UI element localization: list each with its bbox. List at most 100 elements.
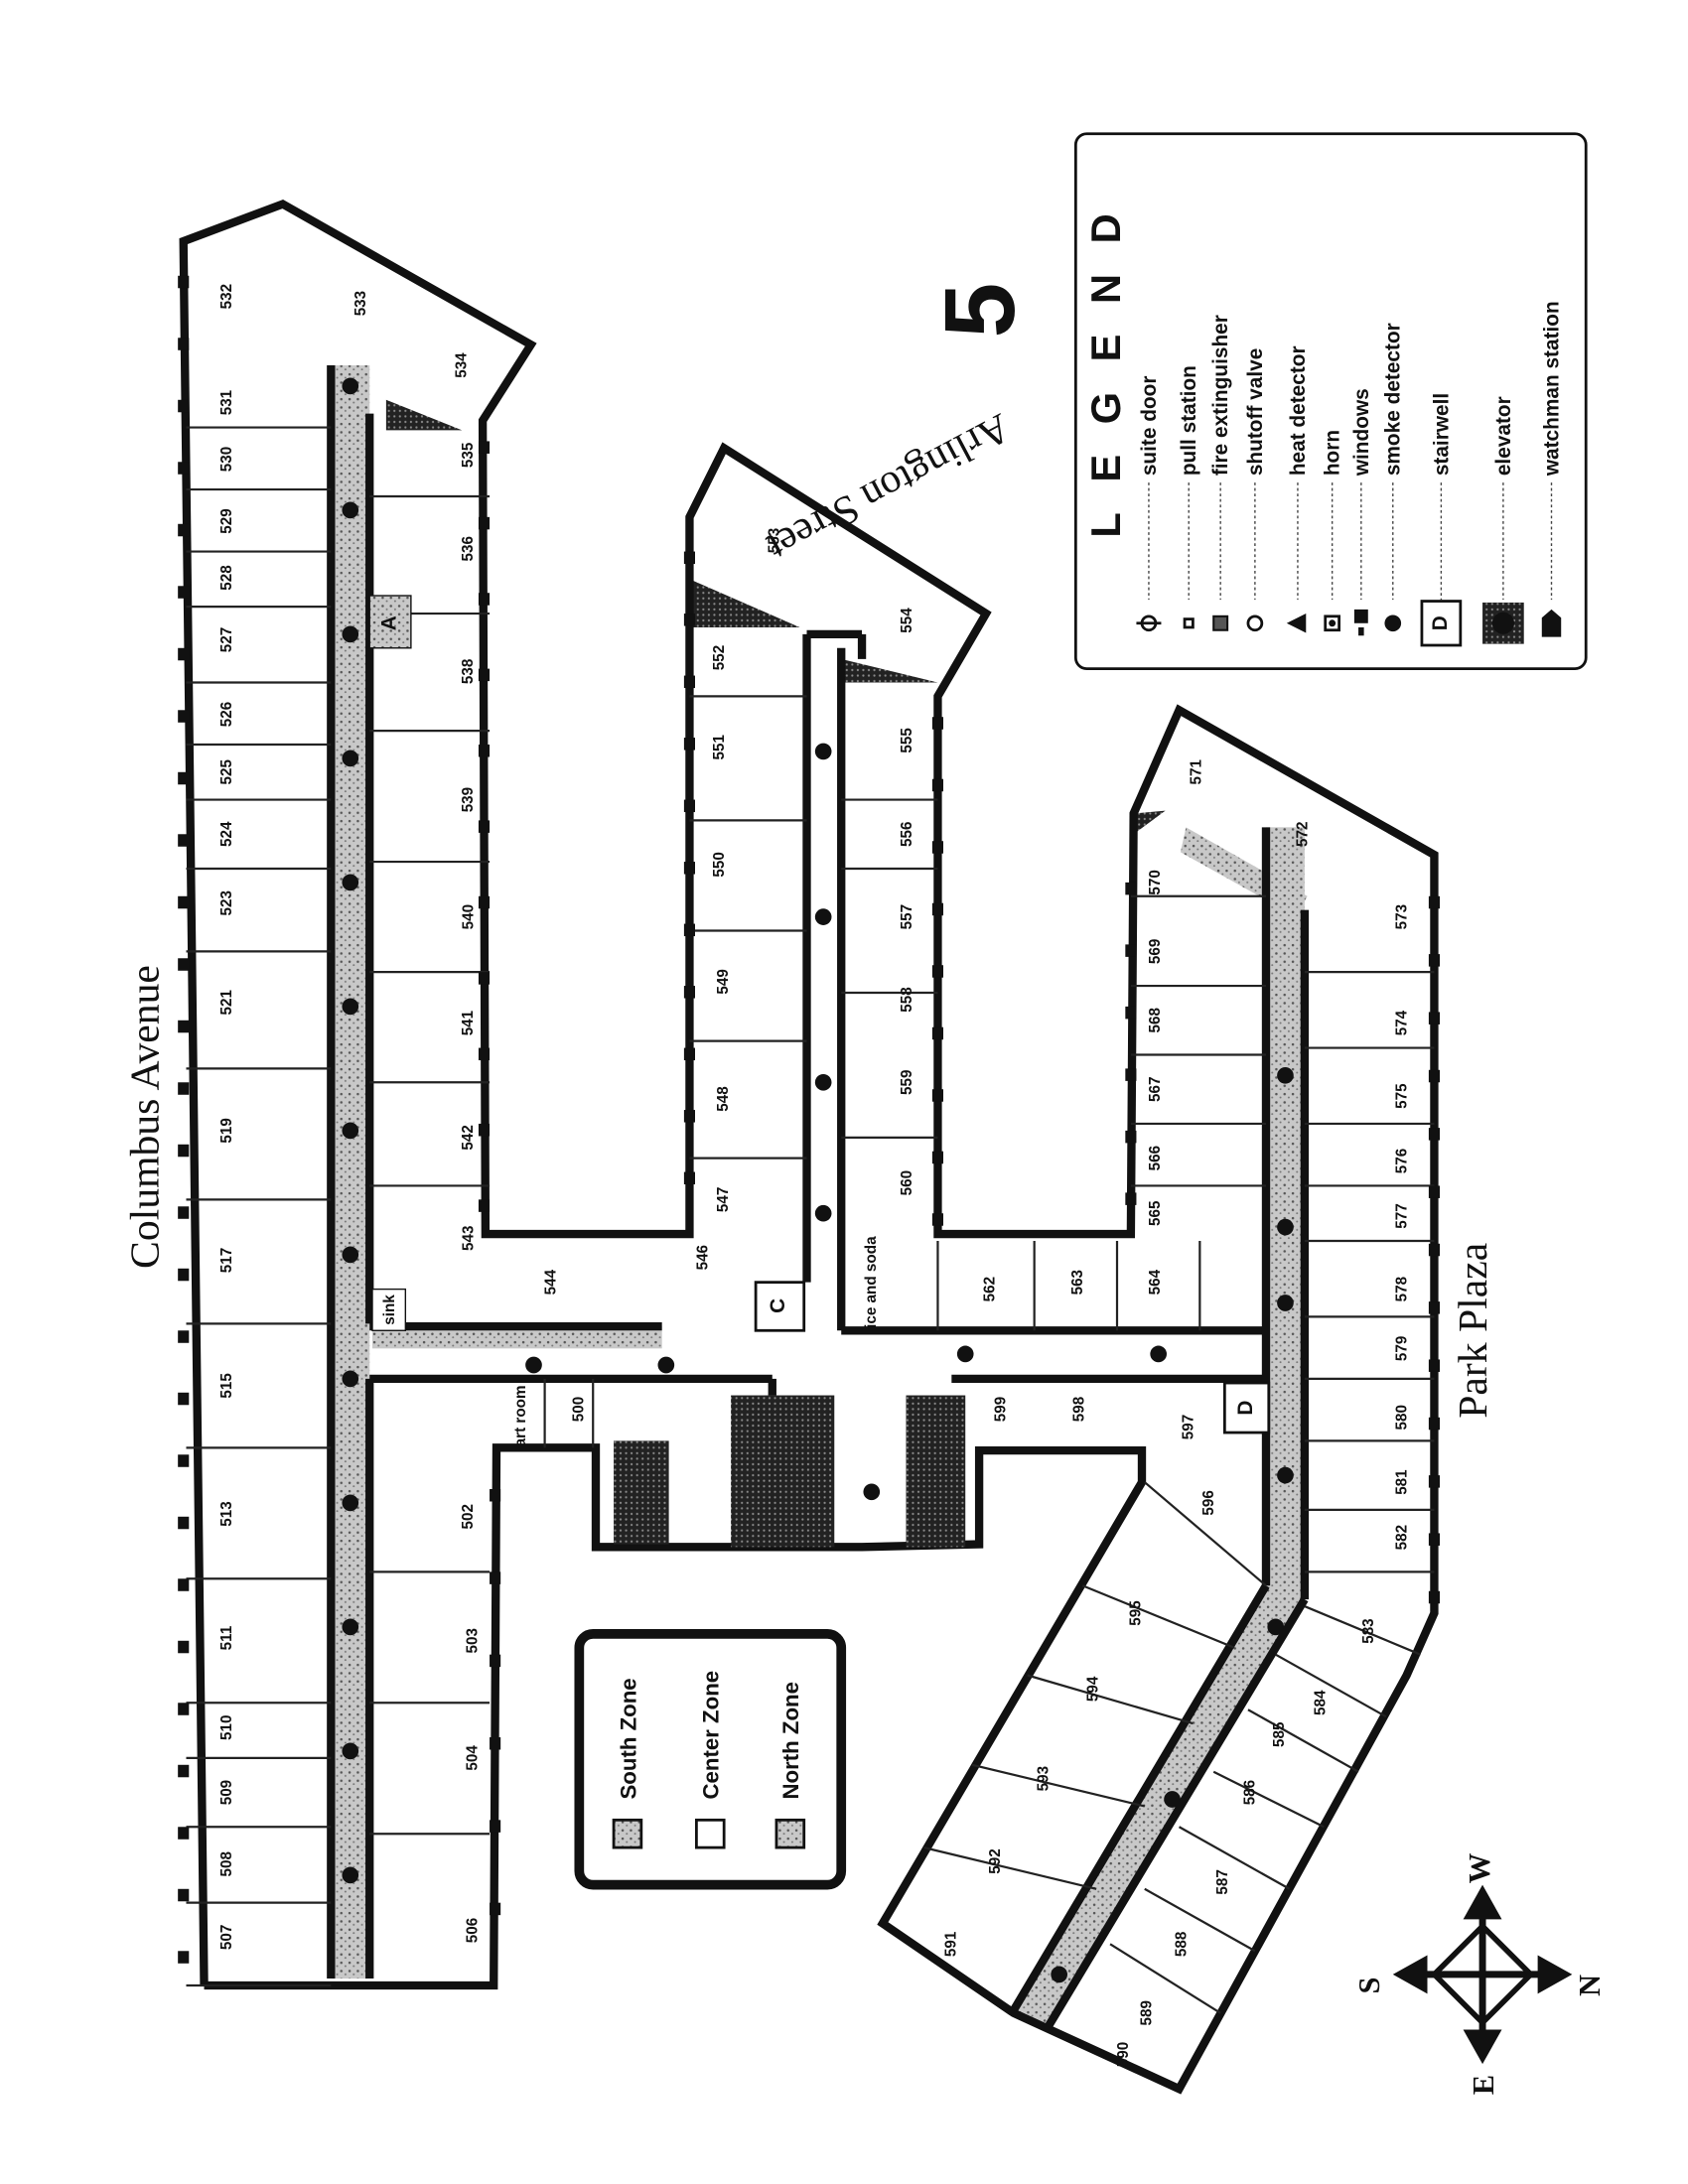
room-number: 502 <box>460 1504 477 1529</box>
window-marker <box>1428 1533 1440 1546</box>
room-number: 528 <box>218 565 235 591</box>
window-marker <box>1428 1128 1440 1141</box>
pull-station-icon <box>1183 617 1195 629</box>
window-marker <box>931 1089 943 1102</box>
window-marker <box>178 1516 190 1530</box>
room-number: 577 <box>1394 1203 1411 1228</box>
room-number: 503 <box>464 1628 481 1653</box>
window-marker <box>931 1213 943 1226</box>
room-number: 560 <box>899 1170 915 1195</box>
smoke-detector-icon <box>814 908 832 925</box>
smoke-detector-icon <box>657 1356 675 1374</box>
room-number: 567 <box>1147 1076 1164 1101</box>
window-marker <box>178 1268 190 1282</box>
room-number: 571 <box>1189 759 1205 785</box>
stairwell-letter: D <box>1234 1401 1257 1416</box>
window-marker <box>1125 944 1137 957</box>
zone-item: Center Zone <box>694 1671 726 1849</box>
window-marker <box>1125 1006 1137 1020</box>
stairwell-c: C <box>754 1281 806 1332</box>
window-marker <box>931 841 943 854</box>
room-number: 551 <box>711 735 728 760</box>
room-number: 533 <box>352 291 369 316</box>
room-number: 564 <box>1147 1269 1164 1295</box>
smoke-detector-icon <box>342 1742 359 1760</box>
smoke-detector-icon <box>342 1246 359 1264</box>
window-marker <box>178 1020 190 1033</box>
window-marker <box>1428 1475 1440 1488</box>
smoke-detector-icon <box>1267 1618 1285 1636</box>
window-marker <box>178 523 190 537</box>
window-marker <box>931 778 943 792</box>
room-number: 539 <box>460 787 477 812</box>
smoke-detector-icon <box>342 1866 359 1884</box>
fire-extinguisher-icon <box>1212 614 1229 631</box>
window-marker <box>1428 1243 1440 1257</box>
zone-swatch <box>774 1818 806 1849</box>
stairwell-letter: D <box>1429 615 1452 630</box>
window-marker <box>178 1951 190 1964</box>
room-number: 595 <box>1127 1600 1144 1626</box>
walls <box>179 199 1439 2095</box>
zone-label: Center Zone <box>699 1671 724 1800</box>
ice-soda-label: ice and soda <box>863 1236 880 1328</box>
compass-rose: S W N E <box>1352 1852 1607 2095</box>
room-number: 524 <box>218 821 235 847</box>
room-number: 519 <box>218 1118 235 1143</box>
room-number: 568 <box>1147 1008 1164 1033</box>
room-number: 530 <box>218 447 235 472</box>
window-marker <box>478 745 491 757</box>
window-marker <box>478 593 491 606</box>
smoke-detector-icon <box>342 1122 359 1140</box>
elevator-bank <box>614 1395 966 1548</box>
window-marker <box>931 717 943 730</box>
window-marker <box>1125 1192 1137 1205</box>
window-marker <box>178 771 190 785</box>
room-number: 557 <box>899 904 915 929</box>
elevator-icon <box>1482 602 1524 644</box>
legend-label: heat detector <box>1287 345 1310 476</box>
window-marker <box>683 923 695 937</box>
heat-detector-icon <box>1286 614 1307 633</box>
room-number: 574 <box>1394 1010 1411 1035</box>
zone-label: North Zone <box>778 1682 803 1799</box>
smoke-detector-icon <box>814 1204 832 1222</box>
zone-item: North Zone <box>774 1682 806 1849</box>
legend-label: fire extinguisher <box>1209 315 1232 476</box>
window-marker <box>490 1820 501 1833</box>
room-number: 591 <box>942 1931 959 1957</box>
horn-icon <box>1324 614 1340 632</box>
smoke-detector-icon <box>342 377 359 395</box>
stairwell-letter: A <box>378 615 401 630</box>
room-number: 511 <box>218 1625 235 1650</box>
room-number: 590 <box>1115 2042 1132 2067</box>
room-number: 566 <box>1147 1146 1164 1170</box>
window-marker <box>478 1047 491 1061</box>
window-marker <box>683 1110 695 1123</box>
room-number: 521 <box>218 989 235 1015</box>
street-park-plaza: Park Plaza <box>1451 1243 1496 1419</box>
room-number: 592 <box>987 1848 1004 1873</box>
compass-w: W <box>1463 1852 1496 1883</box>
room-number: 529 <box>218 508 235 533</box>
window-marker <box>178 1082 190 1095</box>
window-marker <box>178 399 190 413</box>
room-number: 517 <box>218 1248 235 1273</box>
room-number: 565 <box>1147 1200 1164 1226</box>
room-number: 570 <box>1147 870 1164 894</box>
legend-label: suite door <box>1138 375 1161 476</box>
window-marker <box>931 1151 943 1164</box>
legend-label: shutoff valve <box>1244 348 1267 476</box>
room-number: 544 <box>543 1269 560 1295</box>
room-number: 597 <box>1180 1415 1196 1439</box>
room-number: 535 <box>460 442 477 468</box>
sink-label: sink <box>381 1295 398 1325</box>
window-marker <box>478 516 491 530</box>
room-number: 542 <box>460 1125 477 1150</box>
window-marker <box>478 1123 491 1137</box>
compass-n: N <box>1573 1975 1607 1996</box>
smoke-detector-icon <box>1277 1218 1294 1236</box>
legend-title: LEGEND <box>1082 184 1129 538</box>
